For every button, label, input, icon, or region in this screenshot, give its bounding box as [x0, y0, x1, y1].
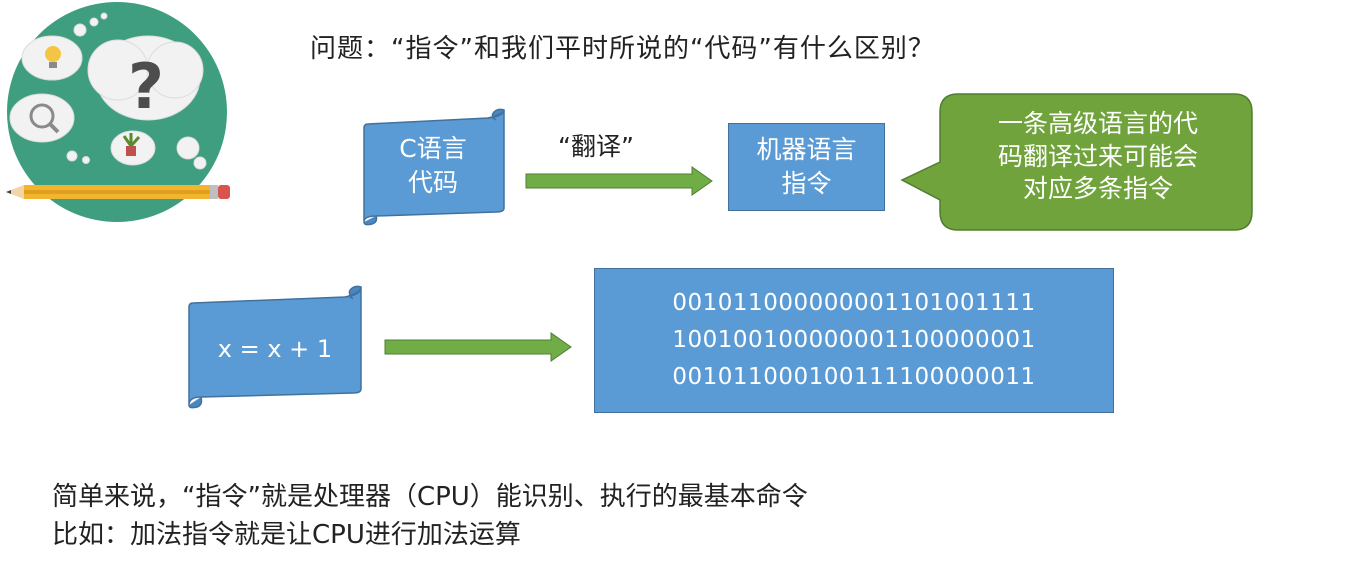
c-code-scroll: C语言 代码 [358, 108, 508, 226]
c-code-line2: 代码 [407, 167, 458, 197]
machine-language-box: 机器语言 指令 [728, 123, 885, 211]
machine-line2: 指令 [781, 169, 832, 198]
translate-label: “翻译” [558, 132, 634, 161]
callout-text: 一条高级语言的代 码翻译过来可能会 对应多条指令 [958, 108, 1238, 206]
question-thinking-icon: ? [0, 0, 235, 225]
svg-text:?: ? [128, 50, 164, 123]
binary-instructions-box: 001011000000001101001111 100100100000001… [594, 268, 1114, 413]
page-title: 问题：“指令”和我们平时所说的“代码”有什么区别？ [310, 34, 935, 64]
expression-scroll: x = x + 1 [183, 285, 365, 409]
binary-line-1: 001011000000001101001111 [672, 290, 1036, 316]
binary-line-2: 100100100000001100000001 [672, 327, 1036, 353]
summary-line-1: 简单来说，“指令”就是处理器（CPU）能识别、执行的最基本命令 [52, 482, 808, 512]
expression-text: x = x + 1 [217, 335, 333, 363]
compile-arrow [383, 332, 573, 362]
callout-line3: 对应多条指令 [1022, 174, 1173, 203]
translate-arrow [524, 166, 714, 196]
callout-line2: 码翻译过来可能会 [997, 141, 1198, 171]
callout-line1: 一条高级语言的代 [997, 109, 1198, 138]
binary-line-3: 001011000100111100000011 [672, 364, 1036, 390]
machine-line1: 机器语言 [756, 135, 857, 165]
c-code-line1: C语言 [399, 134, 467, 163]
callout-bubble [896, 92, 1256, 234]
summary-line-2: 比如：加法指令就是让CPU进行加法运算 [52, 520, 521, 550]
